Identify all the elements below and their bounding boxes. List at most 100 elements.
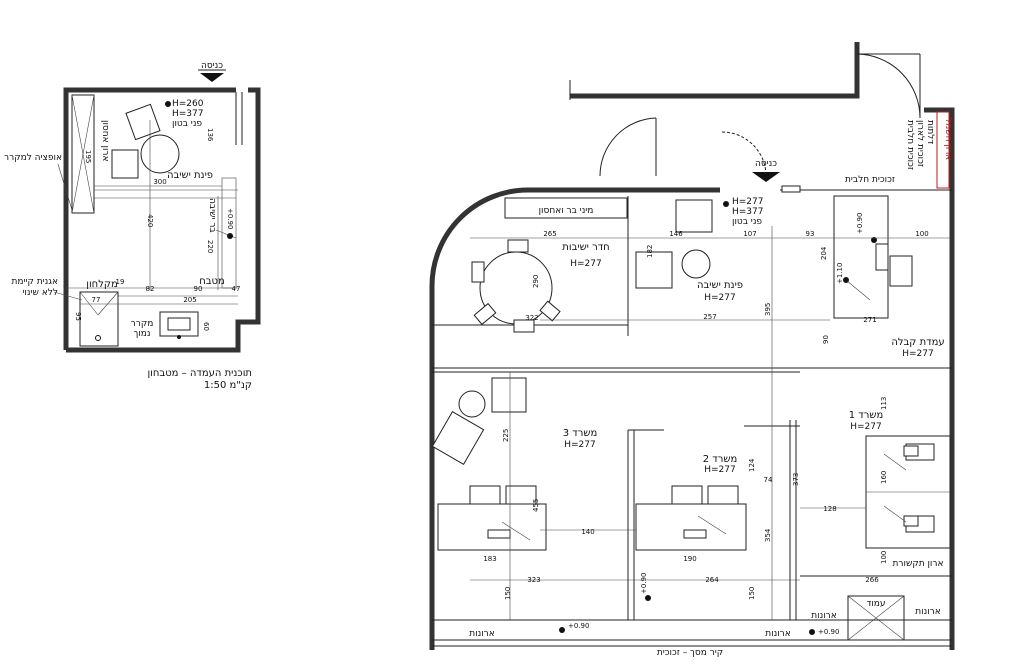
dim-82: 82 <box>146 285 155 293</box>
office-plan: כניסה ארון חשמל דלתות זכוכית לארון זכוכי… <box>429 42 955 658</box>
office3-label: משרד 3 <box>563 428 598 439</box>
curved-wall <box>429 187 720 650</box>
fridge-label: מקרר <box>131 319 154 329</box>
office1-label: משרד 1 <box>849 410 884 421</box>
dim-128: 128 <box>823 505 836 513</box>
mini-bar-label: מיני בר ואחסון <box>539 206 594 216</box>
main-h277: H=277 <box>732 197 764 207</box>
dim-264: 264 <box>705 576 719 584</box>
dim-19: 19 <box>116 278 125 286</box>
dim-373: 373 <box>792 473 800 486</box>
dim-150-left: 150 <box>504 587 512 600</box>
dim-146: 146 <box>669 230 683 238</box>
cabinets-label-center: ארונות <box>765 629 791 639</box>
kitchen-label: מטבח <box>199 276 225 287</box>
ceiling-option-label: אופציה למקרר <box>4 153 62 163</box>
comm-closet-label: ארון תקשורת <box>893 559 944 569</box>
dim-150-right: 150 <box>748 587 756 600</box>
small-entrance-label: כניסה <box>201 61 223 71</box>
reception-label: עמדת קבלה <box>891 337 944 348</box>
dim-182: 182 <box>646 245 654 258</box>
dim-113: 113 <box>880 397 888 410</box>
dim-140: 140 <box>581 528 594 536</box>
curtain-wall-label: קיר מסך – זכוכית <box>657 648 723 658</box>
main-entrance-label: כניסה <box>755 159 777 169</box>
dim-205: 205 <box>183 296 196 304</box>
dim-95: 95 <box>74 312 82 321</box>
main-entrance-arrow-icon <box>752 172 780 182</box>
main-concrete: פני בטון <box>732 217 762 227</box>
existing-sink-label-2: ללא שינוי <box>22 288 58 298</box>
dim-77: 77 <box>92 296 101 304</box>
reception-h: H=277 <box>902 349 934 359</box>
dim-90: 90 <box>194 285 203 293</box>
elev-110: +1.10 <box>836 263 844 284</box>
elev-090-right: +0.90 <box>818 628 839 636</box>
dim-322: 322 <box>525 314 538 322</box>
frosted-glass-label: זכוכית חלבית <box>845 175 895 185</box>
fridge-low-label: נמוך <box>133 329 150 339</box>
office3-h: H=277 <box>564 440 596 450</box>
elev-090-reception: +0.90 <box>856 213 864 234</box>
dim-195: 195 <box>84 150 92 163</box>
dim-183: 183 <box>483 555 496 563</box>
dim-74: 74 <box>764 476 773 484</box>
dim-323: 323 <box>527 576 540 584</box>
glass-doors-label-2: זכוכית לארון <box>915 120 925 167</box>
small-h377: H=377 <box>172 109 204 119</box>
entrance-arrow-icon <box>200 73 224 82</box>
elev-090-left: +0.90 <box>568 622 589 630</box>
office2-h: H=277 <box>704 465 736 475</box>
dim-100: 100 <box>915 230 928 238</box>
cabinets-label-right: ארונות <box>915 607 941 617</box>
dim-160: 160 <box>880 471 888 484</box>
elev-090-center: +0.90 <box>640 573 648 594</box>
small-h260: H=260 <box>172 99 204 109</box>
seating-area-label: פינת ישיבה <box>697 280 743 291</box>
level-marker-icon <box>165 101 171 107</box>
cabinets-label-left: ארונות <box>469 629 495 639</box>
small-seating-label: פינת ישיבה <box>167 170 213 181</box>
entrance-door-swing <box>856 53 921 119</box>
glass-doors-label-1: דלתות <box>925 120 935 144</box>
dim-136: 136 <box>206 128 214 142</box>
shower-label: מקלחון <box>86 279 118 290</box>
main-h377: H=377 <box>732 207 764 217</box>
dim-290: 290 <box>532 275 540 288</box>
bar-label: בר ישיבה <box>207 198 217 233</box>
electric-closet-label: ארון חשמל <box>943 118 953 160</box>
dim-124: 124 <box>748 458 756 472</box>
kitchen-plan: כניסה ארון אחסון פינת ישיבה H=260 H=377 … <box>4 61 261 391</box>
kitchen-walls <box>63 87 261 353</box>
office1-h: H=277 <box>850 422 882 432</box>
dim-47: 47 <box>232 285 241 293</box>
dim-257: 257 <box>703 313 716 321</box>
column-label: עמוד <box>866 599 885 609</box>
kitchen-plan-scale: קנ"מ 1:50 <box>204 380 252 391</box>
office3-desk <box>437 503 547 551</box>
dim-265: 265 <box>543 230 556 238</box>
dim-204: 204 <box>820 246 828 260</box>
dim-90: 90 <box>822 335 830 344</box>
kitchen-plan-title: תוכנית העמדה – מטבחון <box>147 368 252 379</box>
office2-label: משרד 2 <box>703 454 738 465</box>
cabinets-label-mid: ארונות <box>811 611 837 621</box>
seating-area-h: H=277 <box>704 293 736 303</box>
dim-354: 354 <box>764 528 772 542</box>
dim-60: 60 <box>202 322 210 331</box>
dim-107: 107 <box>743 230 756 238</box>
dim-93: 93 <box>806 230 815 238</box>
meeting-room-h: H=277 <box>570 259 602 269</box>
dim-455: 455 <box>532 499 540 512</box>
dim-271: 271 <box>863 316 876 324</box>
meeting-room-label: חדר ישיבות <box>562 242 609 253</box>
glass-doors-label-3: זכוכית חלבית <box>905 120 915 170</box>
elev-marker-icon <box>559 627 565 633</box>
dim-395: 395 <box>764 303 772 316</box>
main-level-marker-icon <box>723 201 729 207</box>
dim-266: 266 <box>865 576 879 584</box>
top-wall <box>570 42 860 99</box>
dim-100-b: 100 <box>880 551 888 564</box>
dim-300: 300 <box>153 178 166 186</box>
